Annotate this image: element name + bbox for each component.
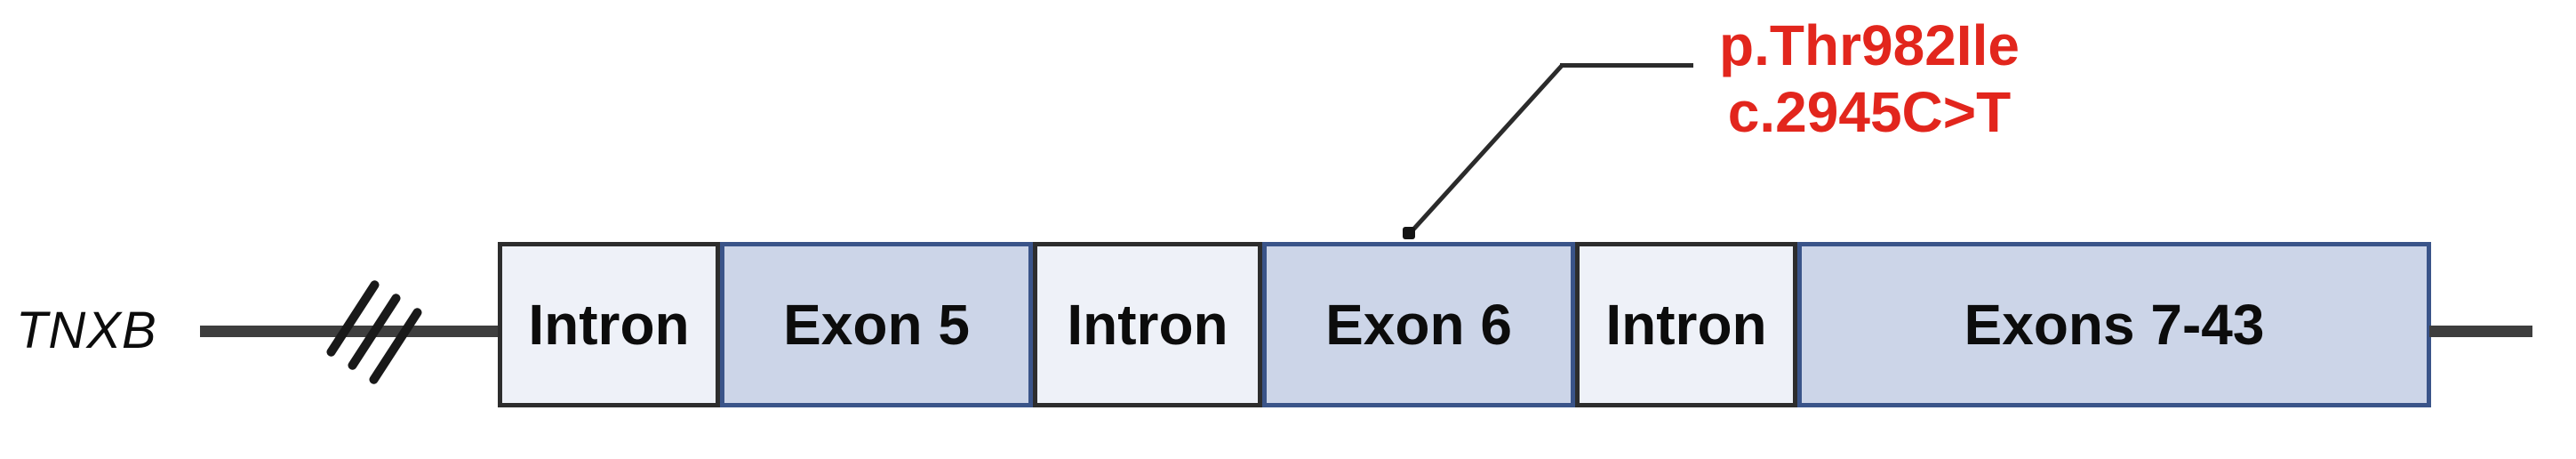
break-slash-icon: [367, 306, 424, 386]
segment-box-intron-3: Intron: [1575, 242, 1797, 407]
segment-box-exon-6: Exon 6: [1262, 242, 1575, 407]
variant-annotation: p.Thr982Ile c.2945C>T: [1677, 12, 2061, 146]
callout-leader-diagonal: [1407, 62, 1565, 237]
segment-box-exons-7-43: Exons 7-43: [1797, 242, 2431, 407]
segment-box-intron-2: Intron: [1033, 242, 1262, 407]
gene-line-right-segment: [2429, 326, 2532, 337]
callout-leader-horizontal: [1560, 63, 1693, 68]
variant-protein-change: p.Thr982Ile: [1719, 13, 2020, 77]
gene-line-left-segment: [200, 326, 502, 337]
segment-box-exon-5: Exon 5: [720, 242, 1033, 407]
segment-box-intron-1: Intron: [498, 242, 720, 407]
gene-name-label: TNXB: [16, 302, 157, 359]
variant-cdna-change: c.2945C>T: [1727, 80, 2012, 144]
break-slash-icon: [324, 278, 381, 358]
callout-anchor-dot: [1403, 227, 1415, 239]
